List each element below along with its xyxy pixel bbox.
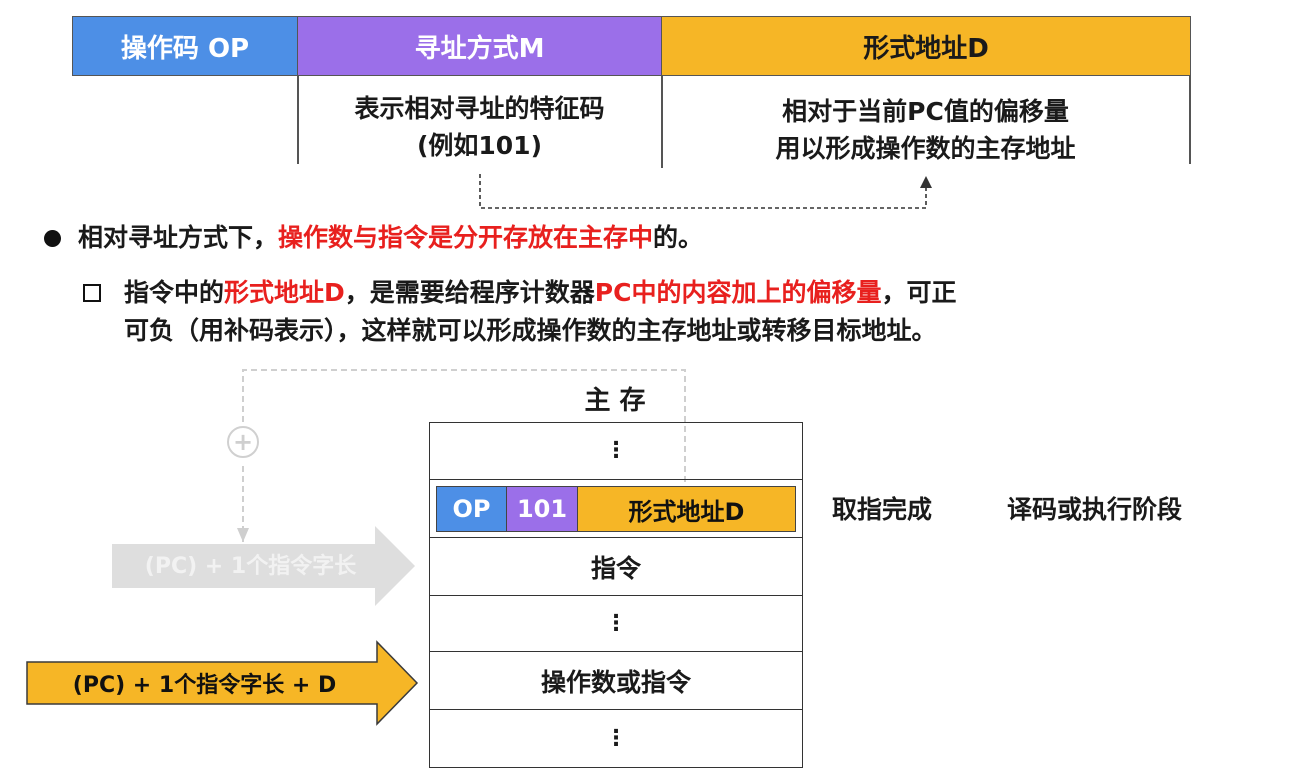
memory-title: 主 存 (584, 386, 646, 416)
d-desc-line2: 用以形成操作数的主存地址 (775, 134, 1076, 163)
pc-next-arrow-shape (112, 526, 415, 606)
bullet-dot (44, 230, 61, 247)
instr-m-cell: 101 (506, 486, 577, 532)
format-divider-middle (661, 76, 663, 168)
op-field-label: 操作码 OP (120, 33, 250, 64)
pc-target-arrow-shape (26, 640, 419, 726)
d-field-label: 形式地址D (863, 33, 989, 64)
stage-decode-execute: 译码或执行阶段 (1007, 495, 1183, 524)
bullet2-line2: 可负（用补码表示），这样就可以形成操作数的主存地址或转移目标地址。 (124, 316, 937, 345)
bullet2-text: 指令中的形式地址D，是需要给程序计数器PC中的内容加上的偏移量，可正 可负（用补… (124, 274, 956, 350)
ellipsis-icon: ⋮ (605, 438, 627, 463)
op-field-header: 操作码 OP (72, 16, 298, 76)
pc-target-arrow-label: (PC) + 1个指令字长 + D (72, 673, 337, 698)
d-desc-line1: 相对于当前PC值的偏移量 (782, 97, 1069, 126)
m-desc-line2: (例如101) (416, 131, 543, 160)
d-field-header: 形式地址D (661, 16, 1191, 76)
bullet1-highlight: 操作数与指令是分开存放在主存中 (278, 223, 654, 252)
bullet2-middle: ，是需要给程序计数器 (344, 278, 595, 307)
pc-next-arrow-label: (PC) + 1个指令字长 (144, 554, 357, 579)
ellipsis-icon: ⋮ (605, 610, 627, 636)
m-desc-line1: 表示相对寻址的特征码 (354, 94, 605, 123)
memory-row-ellipsis-bottom: ⋮ (429, 710, 803, 768)
plus-circle-icon: + (227, 426, 259, 458)
d-field-description: 相对于当前PC值的偏移量 用以形成操作数的主存地址 (662, 93, 1189, 167)
m-to-d-dashed-arrow (479, 174, 932, 209)
format-divider-right (1189, 76, 1191, 164)
bullet1-prefix: 相对寻址方式下， (78, 223, 279, 252)
memory-row-ellipsis-middle: ⋮ (429, 596, 803, 652)
memory-row-instruction: 指令 (429, 538, 803, 596)
format-divider-left (297, 76, 299, 164)
ellipsis-icon: ⋮ (605, 725, 627, 751)
bullet2-highlight1: 形式地址D (224, 278, 345, 307)
bullet-square (83, 284, 101, 302)
bullet2-highlight2: PC中的内容加上的偏移量 (594, 278, 882, 307)
bullet1-text: 相对寻址方式下，操作数与指令是分开存放在主存中的。 (78, 219, 703, 257)
memory-row-operand: 操作数或指令 (429, 652, 803, 710)
plus-sign: + (232, 428, 254, 456)
bullet2-suffix: ，可正 (881, 278, 957, 307)
stage-fetch-done: 取指完成 (832, 495, 933, 524)
pc-loop-dashed-path (237, 369, 686, 542)
m-field-label: 寻址方式M (414, 33, 545, 64)
m-field-header: 寻址方式M (297, 16, 662, 76)
memory-row-ellipsis-top: ⋮ (429, 422, 803, 480)
instr-d-cell: 形式地址D (577, 486, 796, 532)
bullet2-prefix: 指令中的 (124, 278, 225, 307)
memory-row-current-instruction (429, 480, 803, 538)
bullet1-suffix: 的。 (653, 223, 704, 252)
instr-op-cell: OP (436, 486, 506, 532)
m-field-description: 表示相对寻址的特征码 (例如101) (298, 90, 661, 164)
